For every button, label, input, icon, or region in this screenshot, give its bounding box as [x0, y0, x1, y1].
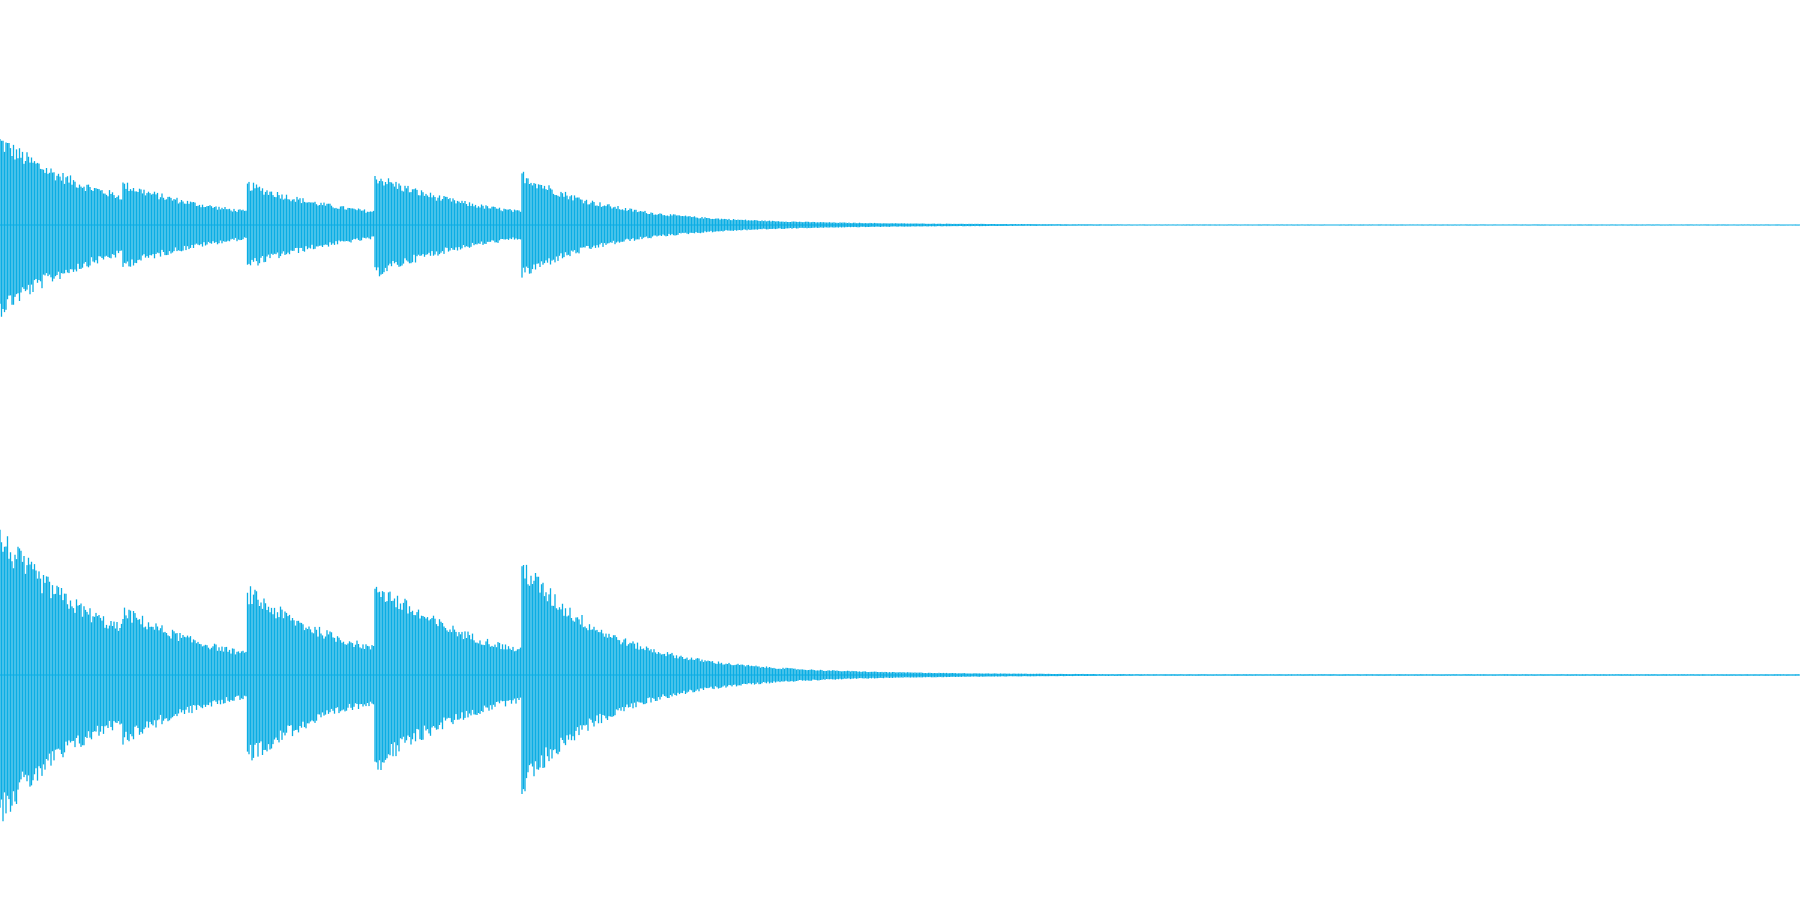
channel-bottom-waveform [0, 529, 1800, 822]
channel-top-waveform [0, 139, 1800, 317]
